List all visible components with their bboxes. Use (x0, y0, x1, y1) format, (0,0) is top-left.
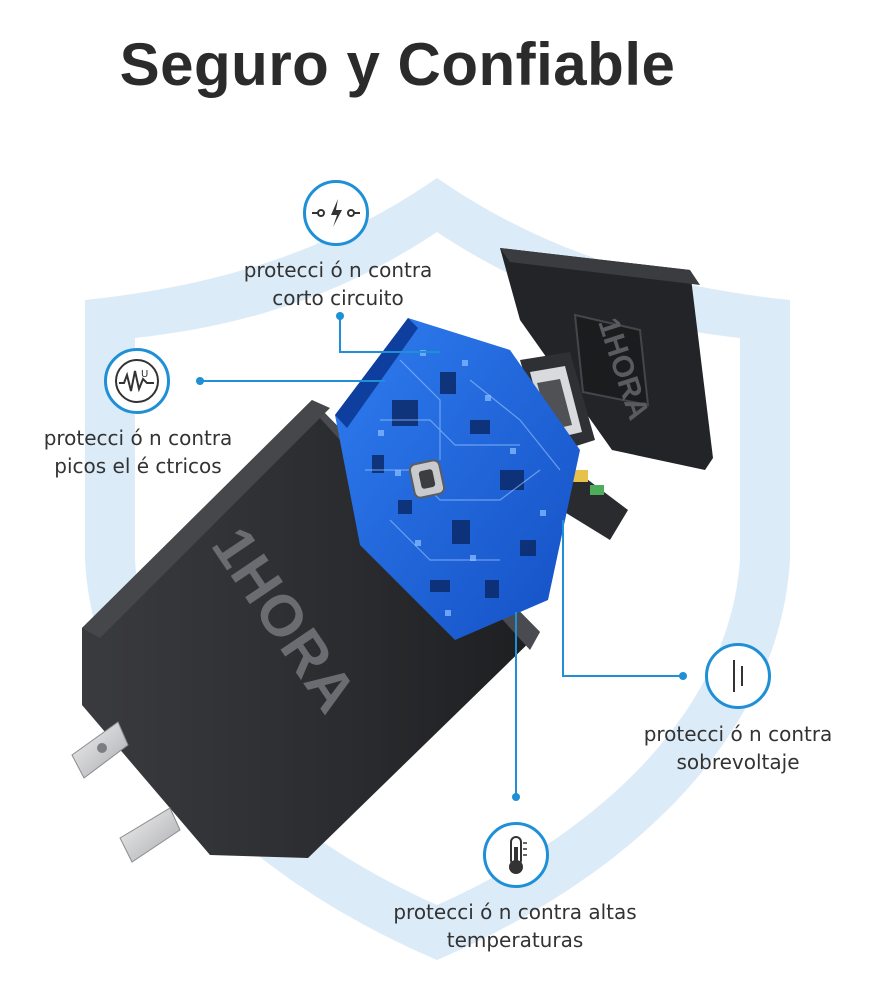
feature-label-overvoltage: protecci ó n contra sobrevoltaje (628, 720, 848, 776)
charger-prongs (71, 721, 181, 863)
feature-line1: protecci ó n contra altas (393, 900, 637, 924)
callout-lines (200, 316, 683, 797)
feature-line2: picos el é ctricos (54, 454, 222, 478)
feature-line2: corto circuito (272, 286, 404, 310)
overvoltage-icon (705, 643, 771, 709)
feature-line1: protecci ó n contra (643, 722, 833, 746)
feature-label-temperature: protecci ó n contra altas temperaturas (375, 898, 655, 954)
feature-label-short-circuit: protecci ó n contra corto circuito (228, 256, 448, 312)
feature-label-surge: protecci ó n contra picos el é ctricos (28, 424, 248, 480)
feature-line1: protecci ó n contra (43, 426, 233, 450)
surge-wave-icon: U (104, 348, 170, 414)
feature-line1: protecci ó n contra (243, 258, 433, 282)
thermometer-icon (483, 822, 549, 888)
charger-cap: 1HORA (500, 248, 713, 470)
circuit-board (335, 318, 580, 640)
feature-line2: temperaturas (446, 928, 584, 952)
feature-line2: sobrevoltaje (676, 750, 800, 774)
page-title: Seguro y Confiable (119, 31, 676, 98)
short-circuit-icon (303, 180, 369, 246)
svg-text:U: U (141, 369, 148, 380)
